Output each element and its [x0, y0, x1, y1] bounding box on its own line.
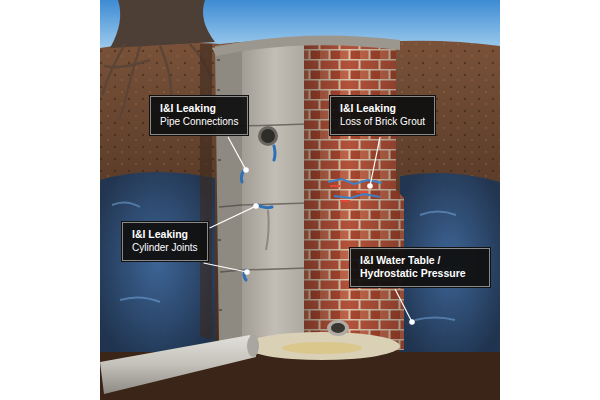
- leader-dot: [245, 270, 249, 274]
- leader-line: [370, 137, 380, 186]
- groundwater-left: [100, 172, 215, 352]
- outlet-pipe: [327, 320, 349, 336]
- concrete-cylinder: [242, 42, 308, 348]
- pipe-hole: [261, 129, 275, 143]
- leader-dot: [254, 204, 258, 208]
- concrete-side: [215, 42, 242, 348]
- leak-drips: [241, 146, 275, 280]
- leader-dot: [410, 320, 414, 324]
- callout-box: I&I LeakingPipe Connections: [150, 96, 248, 135]
- callout-heading: I&I Water Table / Hydrostatic Pressure: [360, 254, 480, 280]
- callout-heading: I&I Leaking: [160, 102, 238, 115]
- callout-text: Cylinder Joints: [132, 241, 198, 254]
- callout-text: Pipe Connections: [160, 115, 238, 128]
- manhole-bench: [244, 332, 400, 360]
- brick-wall: [304, 40, 404, 350]
- callout-text: Loss of Brick Grout: [340, 115, 425, 128]
- scene: [100, 0, 500, 400]
- sewer-pipe: [100, 335, 256, 394]
- pipe-opening: [258, 126, 278, 146]
- leader-line: [228, 137, 246, 170]
- leader-line: [395, 289, 412, 322]
- flow-stain: [282, 342, 362, 354]
- pipe-end: [247, 335, 259, 357]
- leader-line: [210, 206, 256, 228]
- leader-lines: [204, 137, 415, 324]
- soil-texture: [100, 39, 500, 400]
- tree-trunk: [110, 0, 215, 48]
- outlet-hole: [331, 323, 345, 333]
- leader-dot: [244, 168, 248, 172]
- callout-heading: I&I Leaking: [132, 228, 198, 241]
- leader-line: [204, 263, 247, 272]
- grout-leaks: [328, 179, 382, 198]
- leader-dot: [368, 184, 372, 188]
- callout-box: I&I LeakingLoss of Brick Grout: [330, 96, 435, 135]
- grout-cracks: [330, 186, 368, 201]
- side-joints: [219, 126, 242, 272]
- callout-heading: I&I Leaking: [340, 102, 425, 115]
- soil: [100, 39, 500, 400]
- water-stain: [266, 210, 269, 250]
- callout-box: I&I Water Table / Hydrostatic Pressure: [350, 248, 490, 287]
- brick-shading: [304, 40, 404, 350]
- excavation-shadow: [200, 44, 212, 340]
- callout-box: I&I LeakingCylinder Joints: [122, 222, 208, 261]
- manhole-rim: [212, 36, 400, 57]
